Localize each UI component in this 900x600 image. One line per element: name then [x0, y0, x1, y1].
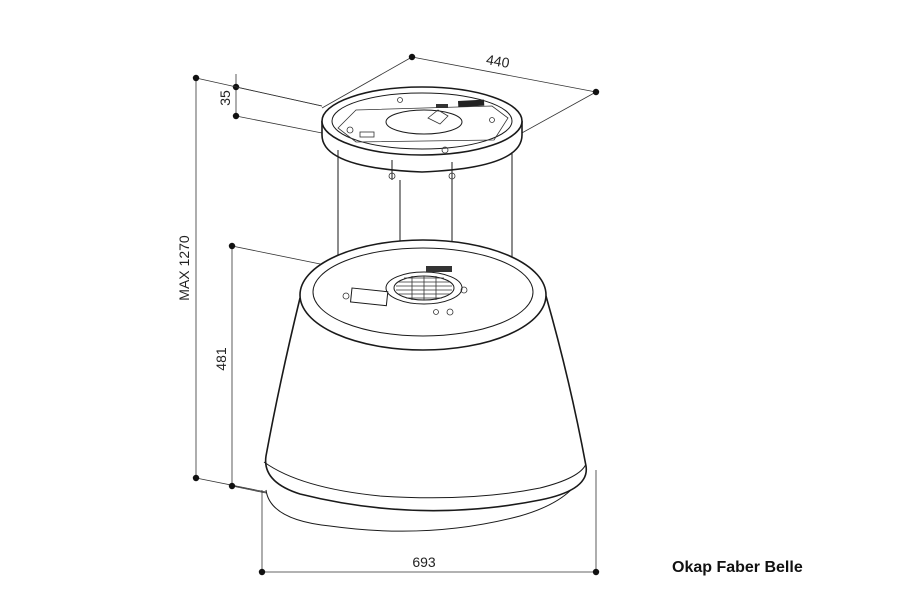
ceiling-canopy [321, 86, 523, 180]
grease-filter [385, 271, 463, 305]
dimension-440: 440 [321, 51, 600, 135]
dimension-max-1270: MAX 1270 [176, 74, 323, 493]
dimension-693: 693 [258, 470, 600, 576]
dimension-label-35: 35 [217, 90, 233, 106]
dimension-label-693: 693 [412, 554, 436, 570]
dimension-35: 35 [217, 74, 323, 134]
hood-body [263, 239, 588, 532]
product-caption: Okap Faber Belle [672, 559, 803, 576]
dimension-label-max-1270: MAX 1270 [176, 235, 192, 301]
dimension-label-481: 481 [213, 347, 229, 371]
dimension-label-440: 440 [485, 51, 511, 71]
dimension-481: 481 [213, 242, 331, 494]
